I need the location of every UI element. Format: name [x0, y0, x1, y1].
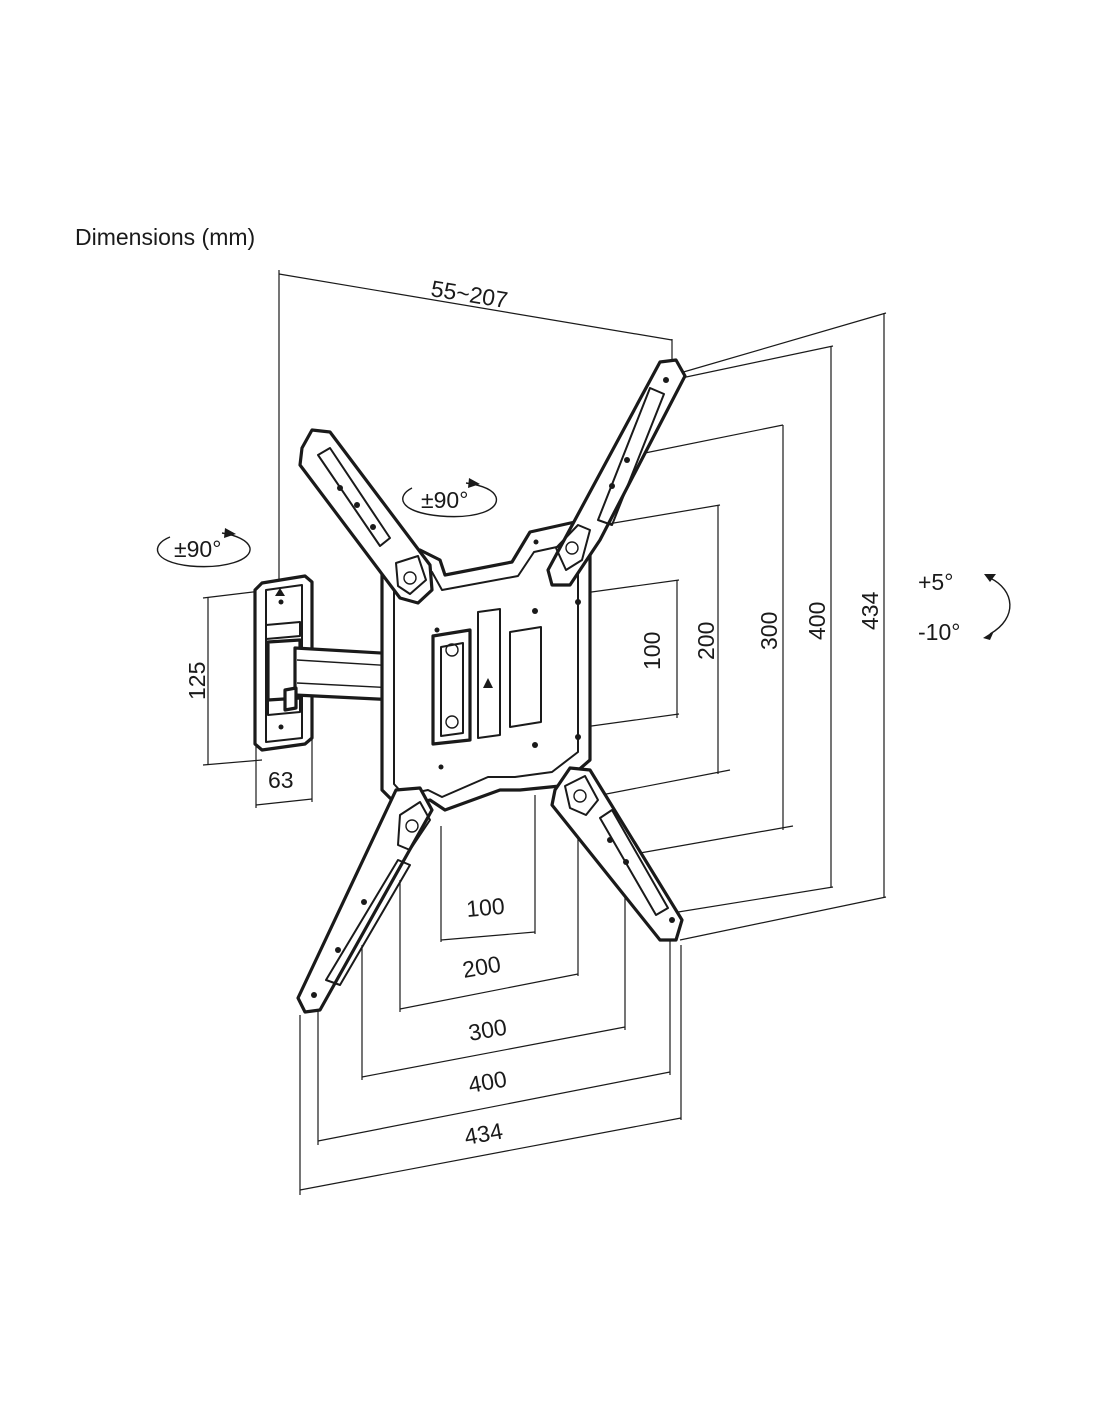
rotation-arrow-icon — [156, 478, 498, 568]
wall-plate-width-label: 63 — [268, 767, 294, 793]
vesa-v-400-label: 400 — [804, 602, 830, 640]
vesa-h-300-label: 300 — [466, 1014, 508, 1046]
vesa-arm-bottom-left — [296, 786, 434, 1014]
swing-arm — [266, 638, 400, 712]
up-arrow-icon — [275, 588, 285, 596]
vesa-v-434-label: 434 — [857, 591, 883, 630]
vertical-dimension-lines — [547, 312, 887, 941]
vesa-v-200-label: 200 — [693, 622, 719, 660]
vesa-h-100-label: 100 — [465, 893, 505, 922]
arm-extension-label: 55~207 — [429, 275, 510, 313]
vesa-arm-top-right — [546, 358, 687, 587]
tilt-up-label: +5° — [918, 569, 953, 595]
tilt-down-label: -10° — [918, 619, 960, 645]
vesa-central-plate — [380, 520, 592, 812]
vesa-v-300-label: 300 — [756, 612, 782, 650]
vesa-arm-bottom-right — [550, 766, 684, 942]
vesa-v-100-label: 100 — [639, 632, 665, 670]
vesa-h-200-label: 200 — [460, 951, 502, 983]
wall-plate-height-label: 125 — [184, 662, 210, 700]
horizontal-dimension-lines — [299, 795, 682, 1195]
tilt-arrow-icon — [983, 574, 1011, 640]
vesa-arm-top-left — [298, 428, 434, 605]
plate-rotation-label: ±90° — [421, 487, 468, 513]
vesa-h-400-label: 400 — [466, 1066, 508, 1098]
vesa-h-434-label: 434 — [462, 1118, 505, 1150]
page-title: Dimensions (mm) — [75, 224, 256, 250]
wall-swivel-label: ±90° — [174, 536, 221, 562]
arm-extension-dimension: 55~207 — [278, 270, 673, 598]
